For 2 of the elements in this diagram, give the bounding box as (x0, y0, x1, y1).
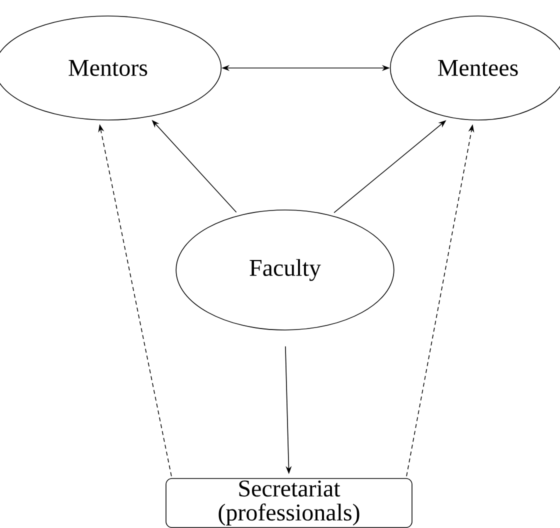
process-box: Secretariat (professionals) (166, 478, 412, 528)
ellipse-node: Faculty (176, 210, 394, 330)
